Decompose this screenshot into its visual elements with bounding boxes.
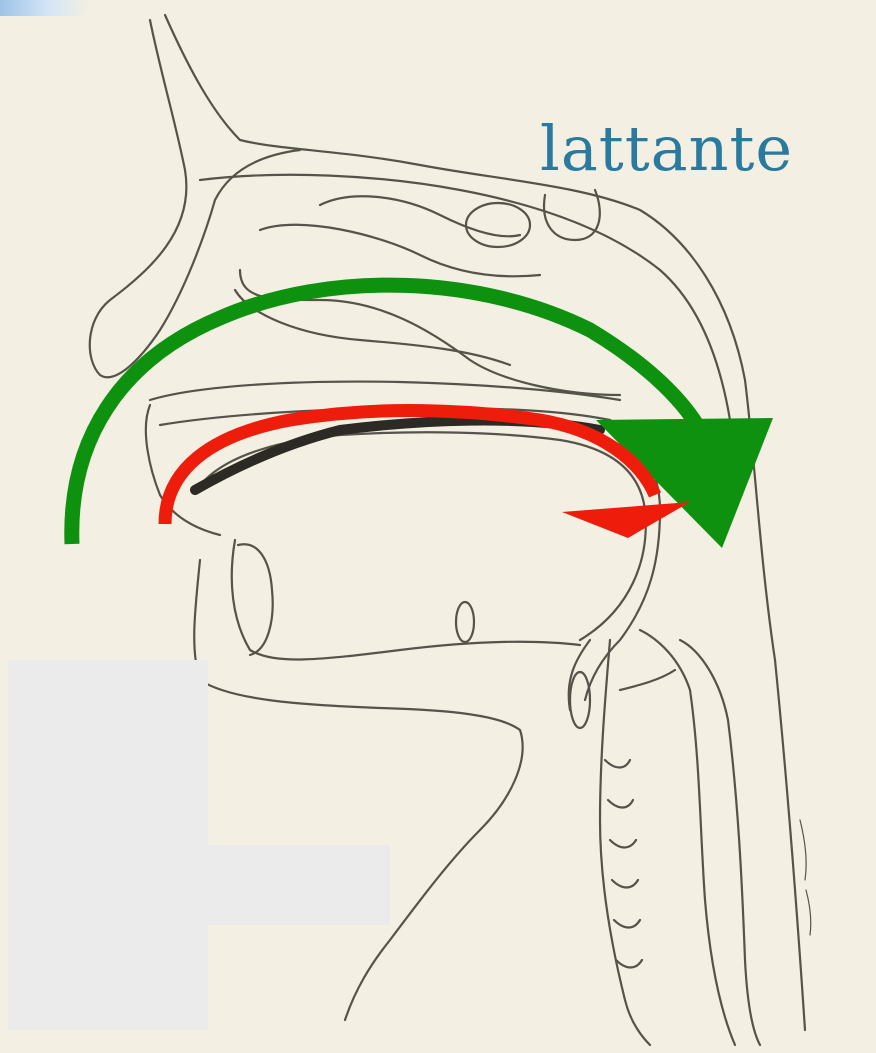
mandible-outline <box>232 540 580 659</box>
red-arrow-head <box>562 502 690 538</box>
larynx-outline <box>600 640 650 1045</box>
hard-palate-upper <box>150 382 620 400</box>
epiglottis <box>569 640 590 710</box>
vocal-fold <box>570 672 590 728</box>
sinus-outline <box>544 190 600 240</box>
middle-turbinate <box>260 225 540 277</box>
blank-label-box-right <box>200 845 390 925</box>
artist-signature <box>800 820 811 935</box>
sphenoid-sinus <box>466 203 530 247</box>
tongue-outline <box>205 432 646 640</box>
hyoid-bone <box>456 602 474 642</box>
arytenoid-line <box>620 670 675 690</box>
blank-label-box-left <box>8 660 208 1030</box>
lattante-label: lattante <box>540 118 793 180</box>
